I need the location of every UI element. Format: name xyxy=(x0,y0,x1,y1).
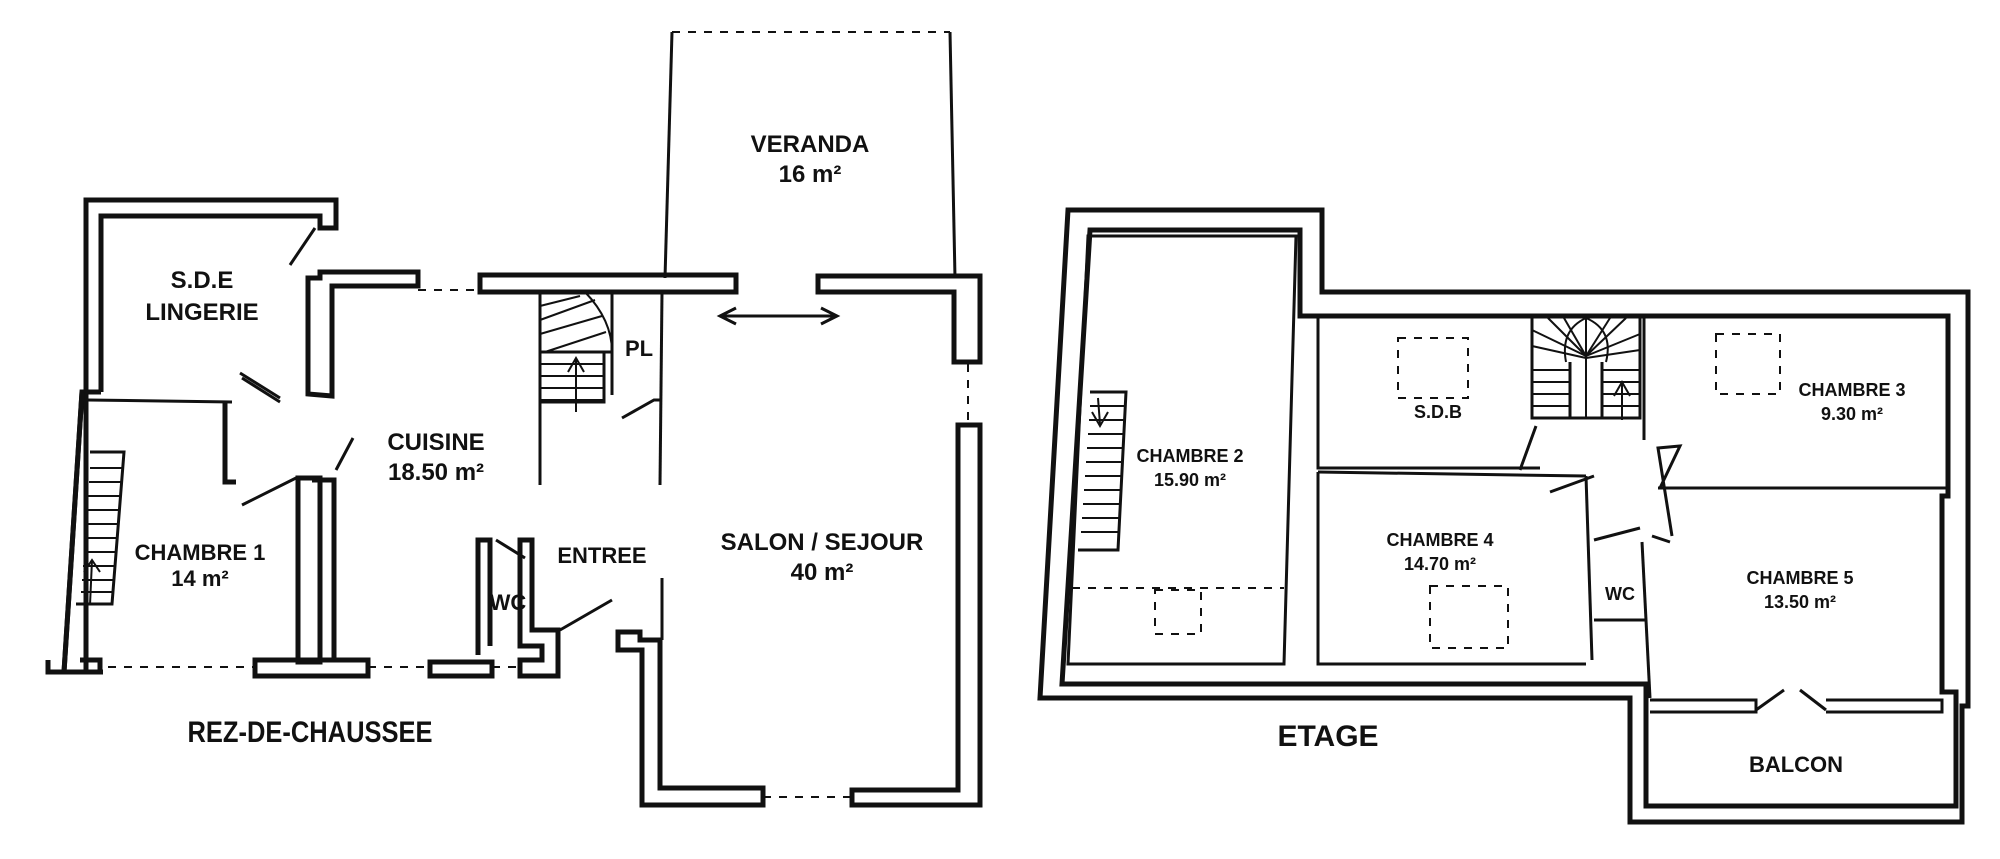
chambre4-area: 14.70 m² xyxy=(1404,554,1476,574)
entree-label: ENTREE xyxy=(557,543,646,568)
veranda-label: VERANDA xyxy=(751,131,870,158)
chambre1-left-wall xyxy=(45,389,103,675)
sdb-label: S.D.B xyxy=(1414,402,1462,422)
balcon-label: BALCON xyxy=(1749,752,1843,777)
sde-walls xyxy=(83,197,339,675)
chambre2-stairs xyxy=(1078,390,1128,552)
veranda-area: 16 m² xyxy=(779,161,842,188)
upper-floor-plan: CHAMBRE 2 15.90 m² S.D.B CHAMBRE 3 9.30 … xyxy=(1037,207,1971,825)
sdb-window xyxy=(1397,337,1469,399)
chambre3-area: 9.30 m² xyxy=(1821,404,1883,424)
upper-wc-label: WC xyxy=(1605,584,1635,604)
salon-label: SALON / SEJOUR xyxy=(721,529,924,556)
ground-front-walls xyxy=(108,657,516,679)
chambre1-stairs xyxy=(76,450,126,606)
chambre5-area: 13.50 m² xyxy=(1764,592,1836,612)
chambre4-label: CHAMBRE 4 xyxy=(1386,530,1493,550)
upper-outer-walls xyxy=(1037,207,1971,825)
sde-sublabel: LINGERIE xyxy=(145,299,258,326)
chambre1-label: CHAMBRE 1 xyxy=(135,540,266,565)
upper-stairs xyxy=(1530,317,1642,420)
cuisine-area: 18.50 m² xyxy=(388,459,484,486)
chambre2-walls xyxy=(1066,234,1298,666)
pl-label: PL xyxy=(625,336,653,361)
chambre4-window xyxy=(1429,585,1509,649)
salon-area: 40 m² xyxy=(791,559,854,586)
wc-label: WC xyxy=(490,590,527,615)
salon-right-upper-wall xyxy=(815,273,983,425)
ground-stairs xyxy=(538,291,664,486)
ground-floor-title: REZ-DE-CHAUSSEE xyxy=(188,715,433,748)
chambre3-label: CHAMBRE 3 xyxy=(1798,380,1905,400)
chambre3-window xyxy=(1715,333,1781,395)
chambre2-area: 15.90 m² xyxy=(1154,470,1226,490)
upper-partitions xyxy=(1316,316,1946,714)
wc-walls xyxy=(475,537,613,679)
chambre1-area: 14 m² xyxy=(171,566,228,591)
salon-walls xyxy=(615,422,983,808)
veranda-salon-arrow xyxy=(716,306,841,326)
sde-chambre1-partition xyxy=(87,376,281,485)
chambre5-label: CHAMBRE 5 xyxy=(1746,568,1853,588)
cuisine-top-wall xyxy=(418,272,739,295)
veranda-walls xyxy=(663,31,957,279)
sde-label: S.D.E xyxy=(171,267,234,294)
ground-floor-plan: VERANDA 16 m² S.D.E LINGERIE CUISINE 18.… xyxy=(45,31,983,808)
upper-floor-title: ETAGE xyxy=(1277,720,1378,753)
cuisine-label: CUISINE xyxy=(387,429,484,456)
chambre2-label: CHAMBRE 2 xyxy=(1136,446,1243,466)
